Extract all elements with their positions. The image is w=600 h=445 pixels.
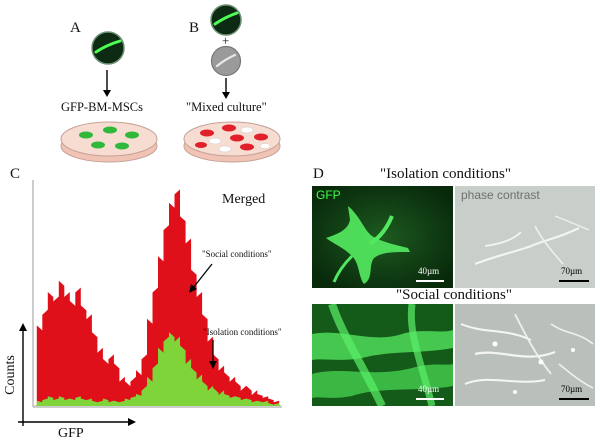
scale-70-isolation: 70µm [561,266,583,276]
series-social-area [31,189,285,407]
phase-social-image: 70µm [455,304,595,406]
panel-a-letter: A [70,20,81,36]
panel-c-letter: C [10,166,21,182]
annotation-isolation-arrow [209,340,217,369]
gfp-social-image: 40µm [312,304,453,406]
scale-bar-40-social [416,398,444,400]
gfp-isolation-image: GFP 40µm [312,186,453,288]
panel-b-arrow [222,78,230,99]
title-isolation-conditions: "Isolation conditions" [380,166,511,182]
panel-a-cell-icon [91,31,125,65]
annotation-social: "Social conditions" [202,249,272,259]
scale-bar-70-isolation [559,280,589,282]
panel-a-label: GFP-BM-MSCs [61,100,143,114]
scale-40-social: 40µm [418,384,440,394]
panel-b-dish [183,121,281,163]
panel-b-label: "Mixed culture" [186,100,267,114]
annotation-social-arrow [189,263,213,293]
histogram-chart [31,180,285,408]
panel-b-letter: B [189,20,200,36]
y-axis-arrow [19,323,27,426]
annotation-isolation: "Isolation conditions" [203,327,282,337]
panel-b-plus: + [222,33,230,48]
series-isolation-area [31,332,285,407]
scale-bar-40-isolation [416,280,444,282]
x-axis-label: GFP [58,426,84,441]
x-axis-arrow [18,418,136,426]
phase-contrast-label: phase contrast [461,188,540,202]
panel-a-dish [60,121,158,163]
panel-b-unlabeled-cell-icon [210,45,242,77]
scale-40-isolation: 40µm [418,266,440,276]
title-social-conditions: "Social conditions" [396,287,512,303]
phase-isolation-image: phase contrast 70µm [455,186,595,288]
gfp-label: GFP [316,188,341,202]
panel-b-gfp-cell-icon [210,4,242,36]
panel-a-arrow [103,70,111,97]
chart-title: Merged [222,192,266,207]
scale-bar-70-social [559,398,589,400]
y-axis-label: Counts [2,355,18,395]
panel-d-letter: D [313,166,324,182]
scale-70-social: 70µm [561,384,583,394]
